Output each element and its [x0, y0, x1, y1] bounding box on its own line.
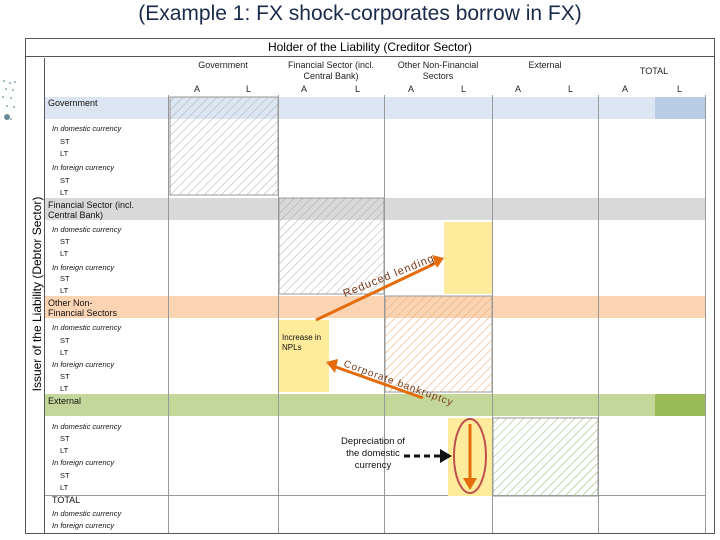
row-lt: LT: [60, 188, 69, 197]
row-sublabel-domestic: In domestic currency: [52, 422, 122, 431]
row-sublabel-foreign: In foreign currency: [52, 458, 115, 467]
government-total-accent: [655, 97, 705, 119]
row-lt: LT: [60, 348, 69, 357]
asset-label: A: [515, 84, 522, 94]
debtor-header-band: [25, 58, 45, 534]
bankruptcy-arrow: [332, 364, 424, 400]
depreciation-label: Depreciation of the domestic currency: [341, 436, 405, 471]
row-lt: LT: [60, 149, 69, 158]
increase-npls-label: Increase in NPLs: [282, 333, 322, 352]
col-header-government: Government: [198, 60, 248, 70]
row-st: ST: [60, 176, 70, 185]
arrow-head: [440, 449, 452, 463]
reduced-lending-arrow: [315, 260, 439, 322]
grid-line: [168, 95, 169, 533]
row-sublabel-foreign: In foreign currency: [52, 360, 115, 369]
liability-label: L: [568, 84, 574, 94]
grid-line: [278, 95, 279, 533]
creditor-header-band: [25, 38, 715, 57]
row-st: ST: [60, 336, 70, 345]
depreciation-ellipse: [453, 418, 487, 494]
diagonal-cell-financial: [278, 197, 385, 295]
external-total-accent: [655, 394, 705, 416]
highlight-box-onfs-financial-liability: [444, 222, 492, 294]
grid-line: [45, 495, 705, 496]
grid-line: [598, 95, 599, 533]
col-header-external: External: [528, 60, 562, 70]
asset-label: A: [622, 84, 629, 94]
col-header-total: TOTAL: [639, 66, 669, 76]
row-lt: LT: [60, 286, 69, 295]
highlight-box-financial-asset-onfs: [279, 320, 329, 392]
row-sublabel-domestic: In domestic currency: [52, 225, 122, 234]
row-sublabel-domestic: In domestic currency: [52, 509, 122, 518]
creditor-sector-title: Holder of the Liability (Creditor Sector…: [267, 40, 473, 54]
onfs-band: [45, 296, 705, 318]
liability-label: L: [677, 84, 683, 94]
logo-icon: [0, 78, 20, 128]
liability-label: L: [355, 84, 361, 94]
asset-label: A: [194, 84, 201, 94]
row-st: ST: [60, 471, 70, 480]
matrix-frame: [25, 38, 715, 534]
row-lt: LT: [60, 483, 69, 492]
row-label-total: TOTAL: [52, 495, 81, 505]
liability-label: L: [461, 84, 467, 94]
row-label-financial: Financial Sector (incl. Central Bank): [48, 200, 135, 220]
row-st: ST: [60, 372, 70, 381]
liability-label: L: [246, 84, 252, 94]
row-sublabel-domestic: In domestic currency: [52, 323, 122, 332]
row-sublabel-foreign: In foreign currency: [52, 263, 115, 272]
page-title: (Example 1: FX shock-corporates borrow i…: [138, 2, 582, 25]
row-st: ST: [60, 237, 70, 246]
diagonal-cell-onfs: [384, 295, 493, 393]
row-lt: LT: [60, 249, 69, 258]
row-label-external: External: [48, 396, 82, 406]
row-sublabel-foreign: In foreign currency: [52, 163, 115, 172]
diagonal-cell-external: [492, 417, 599, 497]
arrow-head: [463, 478, 477, 490]
row-label-government: Government: [48, 98, 98, 108]
arrow-head: [432, 255, 444, 268]
external-band: [45, 394, 705, 416]
diagonal-cell-government: [169, 96, 279, 196]
col-header-onfs: Other Non-Financial Sectors: [397, 60, 479, 81]
arrow-head: [326, 359, 338, 373]
row-st: ST: [60, 434, 70, 443]
asset-label: A: [301, 84, 308, 94]
col-header-financial: Financial Sector (incl. Central Bank): [287, 60, 375, 81]
asset-label: A: [408, 84, 415, 94]
row-st: ST: [60, 274, 70, 283]
row-lt: LT: [60, 384, 69, 393]
grid-line: [705, 95, 706, 533]
row-sublabel-domestic: In domestic currency: [52, 124, 122, 133]
row-lt: LT: [60, 446, 69, 455]
row-st: ST: [60, 137, 70, 146]
row-label-onfs: Other Non-Financial Sectors: [48, 298, 118, 318]
row-sublabel-foreign: In foreign currency: [52, 521, 115, 530]
